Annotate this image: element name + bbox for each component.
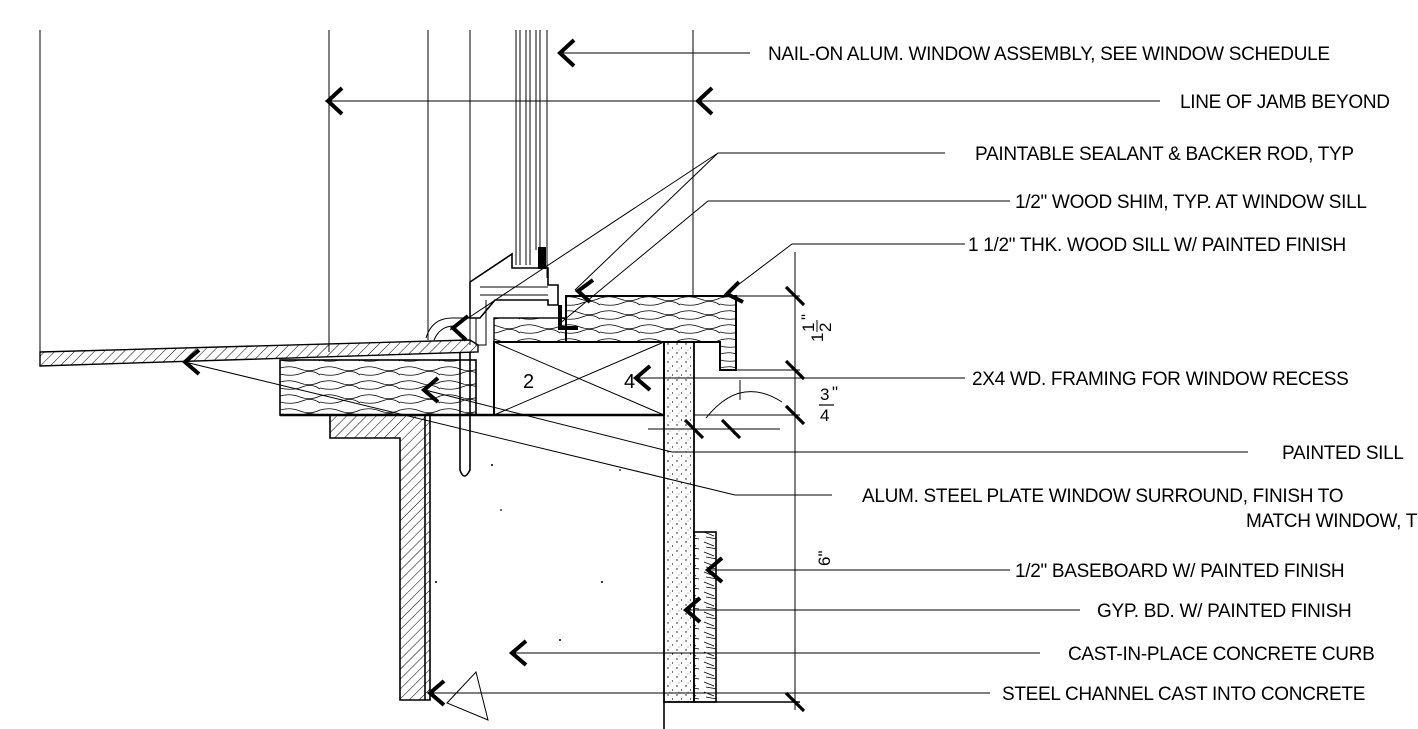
framing-tag-right: 4 — [624, 371, 635, 393]
note-concrete-curb: CAST-IN-PLACE CONCRETE CURB — [1068, 644, 1375, 665]
note-window-assembly: NAIL-ON ALUM. WINDOW ASSEMBLY, SEE WINDO… — [768, 44, 1330, 65]
svg-text:": " — [832, 383, 838, 402]
note-surround-line2: MATCH WINDOW, TYP — [1246, 511, 1418, 532]
gyp-board — [663, 341, 695, 703]
svg-text:": " — [798, 314, 817, 320]
note-line-of-jamb: LINE OF JAMB BEYOND — [1180, 92, 1390, 113]
dimension-text: 1 1 2 " 3 4 " 6" — [798, 314, 838, 566]
svg-text:4: 4 — [820, 406, 829, 425]
dim-sill-thickness: 1 1 2 " — [798, 314, 835, 342]
concrete-curb — [280, 413, 664, 700]
svg-text:3: 3 — [820, 385, 829, 404]
reference-lines — [39, 30, 694, 352]
dim-reveal: 3 4 " — [819, 383, 838, 425]
note-wood-shim: 1/2" WOOD SHIM, TYP. AT WINDOW SILL — [1015, 192, 1367, 213]
svg-text:1: 1 — [808, 333, 827, 342]
note-framing: 2X4 WD. FRAMING FOR WINDOW RECESS — [972, 369, 1348, 390]
exterior-sill-plate — [39, 339, 479, 367]
framing-tag-left: 2 — [523, 371, 534, 393]
wood-blocking — [279, 359, 477, 416]
alum-surround-return — [459, 352, 471, 477]
dimension-lines — [648, 252, 806, 713]
wood-shim — [493, 317, 567, 343]
svg-text:1: 1 — [799, 323, 818, 332]
leader-lines — [184, 52, 1248, 694]
section-marker — [446, 670, 489, 721]
note-gyp-board: GYP. BD. W/ PAINTED FINISH — [1097, 601, 1351, 622]
note-wood-sill: 1 1/2" THK. WOOD SILL W/ PAINTED FINISH — [968, 235, 1346, 256]
note-steel-channel: STEEL CHANNEL CAST INTO CONCRETE — [1002, 684, 1365, 705]
steel-channel — [329, 414, 431, 701]
note-baseboard: 1/2" BASEBOARD W/ PAINTED FINISH — [1015, 561, 1344, 582]
arrowheads — [181, 38, 744, 707]
window-glazing — [515, 30, 548, 278]
svg-text:2: 2 — [816, 323, 835, 332]
annotation-notes: NAIL-ON ALUM. WINDOW ASSEMBLY, SEE WINDO… — [768, 44, 1418, 705]
svg-text:6": 6" — [815, 551, 834, 567]
wood-sill — [565, 295, 737, 371]
dim-baseboard-height: 6" — [815, 551, 834, 567]
note-surround-line1: ALUM. STEEL PLATE WINDOW SURROUND, FINIS… — [862, 486, 1343, 507]
note-painted-sill: PAINTED SILL — [1282, 443, 1404, 464]
note-sealant: PAINTABLE SEALANT & BACKER ROD, TYP — [975, 144, 1354, 165]
